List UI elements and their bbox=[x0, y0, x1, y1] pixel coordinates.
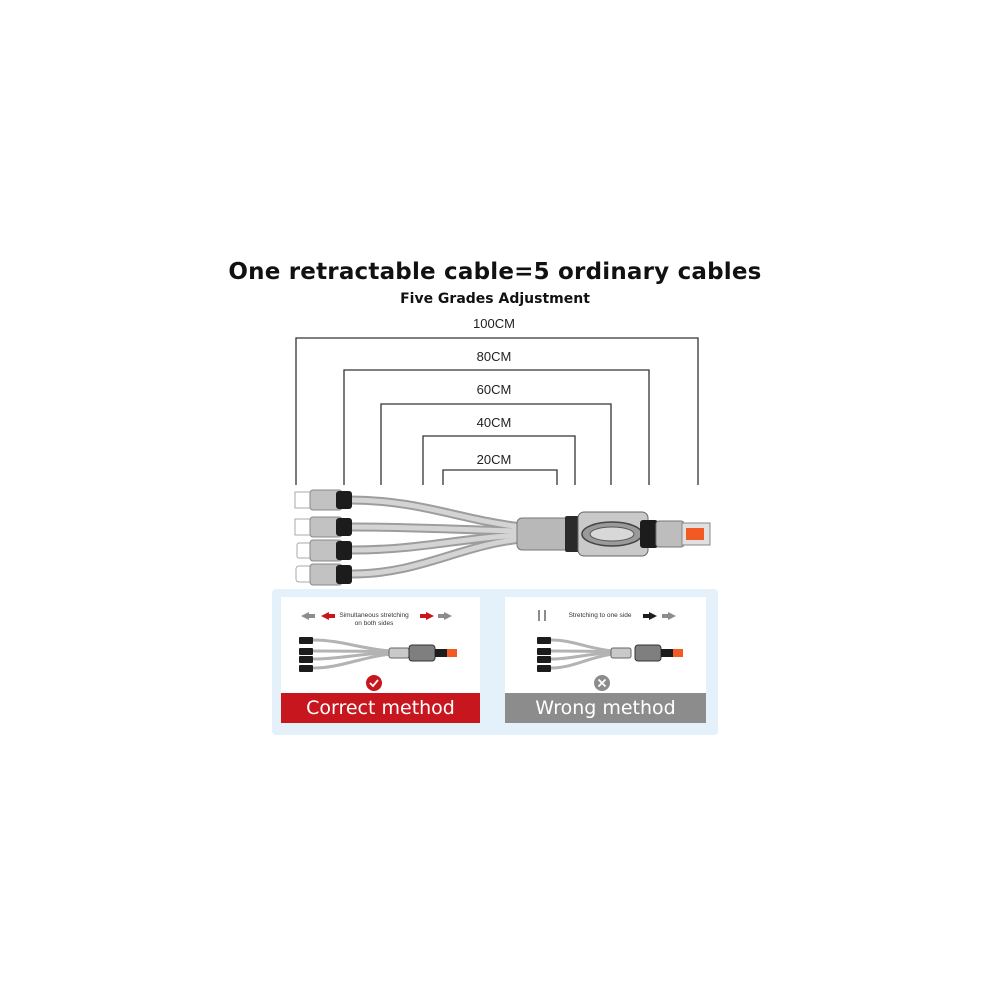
correct-illustration bbox=[299, 612, 457, 691]
retractable-hub bbox=[516, 511, 711, 557]
bracket-80 bbox=[343, 369, 650, 485]
bracket-100 bbox=[295, 337, 699, 485]
usb-c-connector bbox=[295, 563, 352, 586]
arrow-icon bbox=[301, 612, 452, 620]
bracket-60 bbox=[380, 403, 612, 485]
wrong-method-label: Wrong method bbox=[505, 693, 706, 723]
length-label-80: 80CM bbox=[476, 349, 512, 364]
length-label-40: 40CM bbox=[476, 415, 512, 430]
correct-method-label: Correct method bbox=[281, 693, 480, 723]
length-label-20: 20CM bbox=[476, 452, 512, 467]
wrong-instruction-text: Stretching to one side bbox=[568, 612, 632, 619]
length-label-60: 60CM bbox=[476, 382, 512, 397]
arrow-icon bbox=[538, 610, 676, 621]
page-title: One retractable cable=5 ordinary cables bbox=[228, 259, 762, 285]
connector-heads bbox=[294, 489, 352, 586]
bracket-40 bbox=[422, 435, 576, 485]
correct-instruction-text: Simultaneous stretching on both sides bbox=[339, 612, 409, 627]
bracket-20 bbox=[442, 469, 558, 485]
wrong-illustration bbox=[537, 610, 683, 691]
check-icon bbox=[366, 675, 382, 691]
micro-usb-connector-1 bbox=[294, 489, 352, 511]
cable-wires bbox=[345, 495, 527, 579]
page-subtitle: Five Grades Adjustment bbox=[400, 291, 590, 307]
length-label-100: 100CM bbox=[473, 316, 515, 331]
length-brackets bbox=[295, 337, 699, 485]
micro-usb-connector-2 bbox=[294, 516, 352, 538]
lightning-connector bbox=[296, 539, 352, 562]
